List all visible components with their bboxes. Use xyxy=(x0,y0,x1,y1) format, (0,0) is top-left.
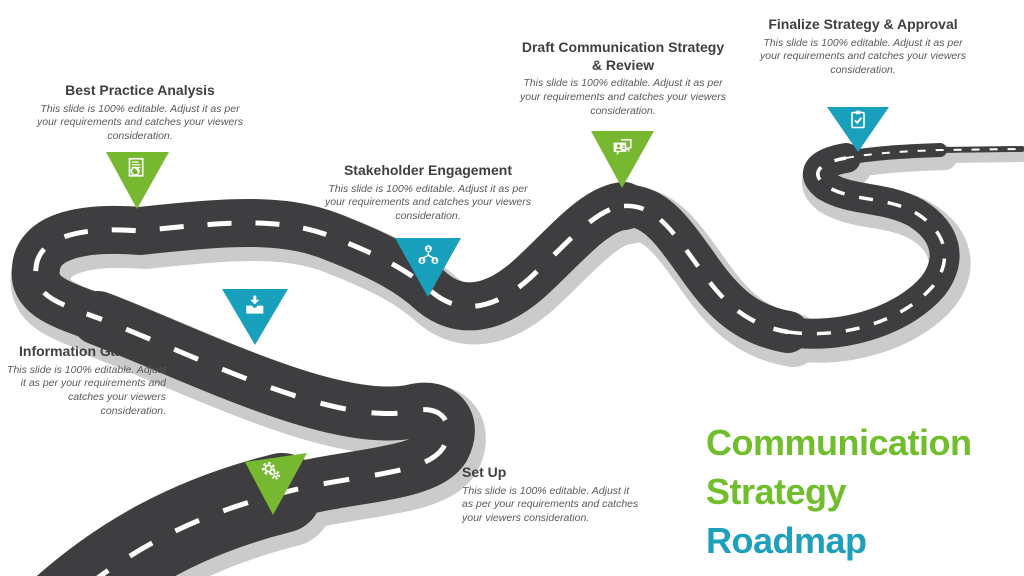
milestone-stakeholder-engagement: Stakeholder Engagement This slide is 100… xyxy=(324,162,532,224)
download-icon xyxy=(246,295,264,314)
milestone-finalize-strategy: Finalize Strategy & Approval This slide … xyxy=(758,16,968,78)
best-practice-analysis-pin xyxy=(106,152,169,209)
milestone-label: Stakeholder Engagement xyxy=(343,162,513,178)
information-gathering-pin xyxy=(222,289,288,345)
milestone-label: Best Practice Analysis xyxy=(65,82,215,98)
milestone-label: Information Gathering xyxy=(19,343,166,359)
slide-title-line-3: Roadmap xyxy=(706,519,867,561)
slide-title-line-2: Strategy xyxy=(706,470,847,512)
milestone-best-practice-analysis: Best Practice Analysis This slide is 100… xyxy=(36,82,244,144)
set-up-pin xyxy=(245,453,307,515)
chat-bubbles-icon xyxy=(613,139,632,156)
milestone-description: This slide is 100% editable. Adjust it a… xyxy=(462,484,639,525)
people-network-icon xyxy=(418,245,439,264)
milestone-description: This slide is 100% editable. Adjust it a… xyxy=(519,77,726,117)
draft-communication-pin xyxy=(591,131,654,188)
milestone-description: This slide is 100% editable. Adjust it a… xyxy=(324,182,531,223)
milestone-description: This slide is 100% editable. Adjust it a… xyxy=(759,36,966,77)
clipboard-check-icon xyxy=(851,110,865,129)
slide-title-line-1: Communication xyxy=(706,422,972,463)
milestone-label: Draft Communication Strategy & Review xyxy=(521,39,725,73)
stakeholder-engagement-pin xyxy=(395,238,461,297)
milestone-information-gathering: Information Gathering This slide is 100%… xyxy=(2,343,166,419)
milestone-draft-communication: Draft Communication Strategy & Review Th… xyxy=(518,39,728,119)
milestone-description: This slide is 100% editable. Adjust it a… xyxy=(7,363,166,418)
report-icon xyxy=(128,157,144,177)
milestone-description: This slide is 100% editable. Adjust it a… xyxy=(36,102,243,143)
milestone-label: Set Up xyxy=(462,464,507,480)
milestone-label: Finalize Strategy & Approval xyxy=(768,16,958,32)
road-center-markings xyxy=(33,148,1023,576)
gears-icon xyxy=(261,461,281,480)
milestone-set-up: Set Up This slide is 100% editable. Adju… xyxy=(462,464,640,526)
slide-title: Communication Strategy Roadmap xyxy=(706,419,1018,566)
finalize-strategy-pin xyxy=(827,107,889,152)
